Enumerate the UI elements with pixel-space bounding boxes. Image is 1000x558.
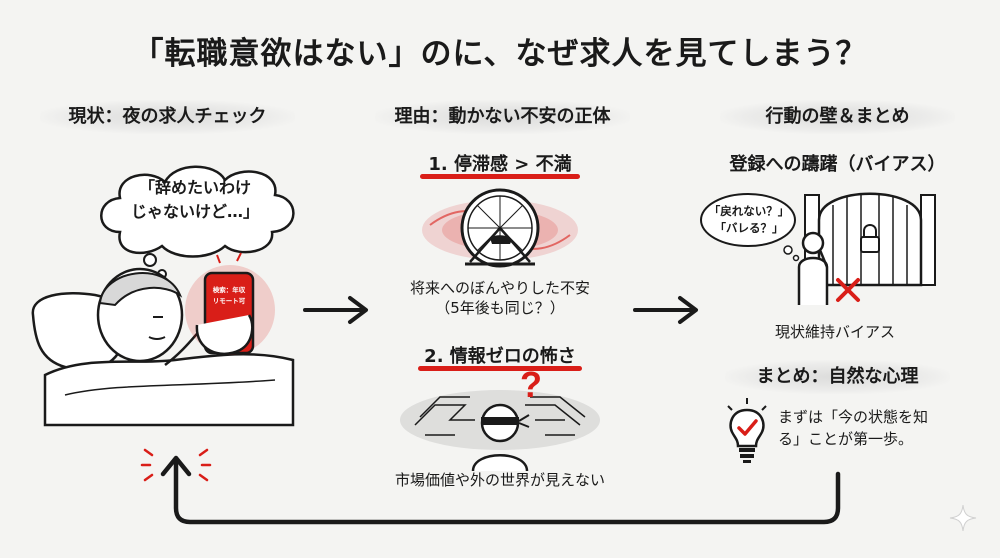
right-column-heading: 行動の壁＆まとめ [720,100,955,134]
summary-heading: まとめ：自然な心理 [725,360,950,394]
arrow-right-2 [633,296,698,324]
summary-text-line-2: る」ことが第一歩。 [778,430,914,448]
phone-line-2: リモート可 [212,297,246,305]
reason-1-caption-line-2: （5年後も同じ？） [435,299,565,317]
reason-2-underline [418,366,582,371]
summary-text: まずは「今の状態を知 る」ことが第一歩。 [778,406,953,450]
barrier-thought-text: 「戻れない？」 「バレる？」 [704,203,794,237]
lightbulb-check-icon [727,398,767,463]
reason-2-caption: 市場価値や外の世界が見えない [394,471,605,489]
arrow-right-1 [303,296,368,324]
thought-line-2: じゃないけど…」 [130,202,259,221]
thought-text: 「辞めたいわけ じゃないけど…」 [110,176,280,224]
phone-line-1: 検索：年収 [212,286,246,294]
page-title: 「転職意欲はない」のに、なぜ求人を見てしまう？ [132,36,868,72]
left-column-heading: 現状：夜の求人チェック [40,100,295,134]
barrier-thought-line-1: 「戻れない？」 [708,204,790,218]
sparkle-icon [949,504,977,532]
reason-1-underline [420,174,580,179]
summary-text-line-1: まずは「今の状態を知 [778,408,929,426]
person-in-bed-illustration [31,252,295,427]
middle-column-heading: 理由：動かない不安の正体 [375,100,630,134]
question-mark: ? [520,364,542,405]
reason-2-title: 2. 情報ゼロの怖さ [424,346,576,367]
barrier-caption: 現状維持バイアス [774,323,895,341]
reason-1-caption: 将来へのぼんやりした不安 （5年後も同じ？） [395,278,605,318]
maze-blindfold-illustration [400,390,600,472]
thought-line-1: 「辞めたいわけ [138,178,251,197]
small-thought-bubble [700,193,800,262]
reason-1-caption-line-1: 将来へのぼんやりした不安 [409,279,590,297]
locked-gate-illustration [797,192,936,305]
reason-1-title: 1. 停滞感 > 不満 [428,154,572,175]
hamster-wheel-icon [422,188,578,268]
phone-screen-text: 検索：年収 リモート可 [207,285,251,307]
barrier-title: 登録への躊躇（バイアス） [729,154,946,175]
barrier-thought-line-2: 「バレる？」 [714,221,784,235]
